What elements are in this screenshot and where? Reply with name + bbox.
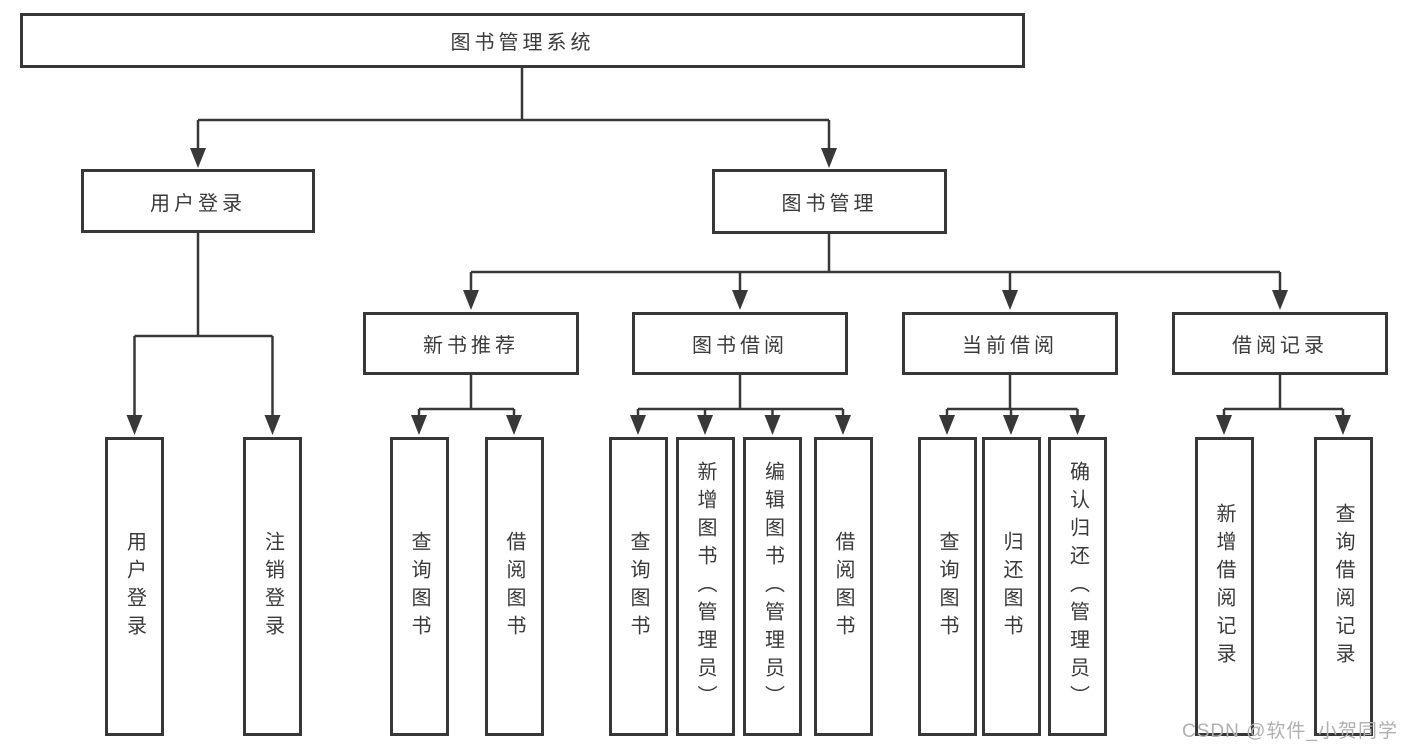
node-root: 图书管理系统 — [20, 13, 1025, 68]
node-book-management: 图书管理 — [712, 169, 947, 234]
arrow-leaf — [1335, 415, 1351, 435]
leaf-add-books-admin: 新增图书（管理员） — [675, 437, 735, 736]
leaf-add-borrow-record: 新增借阅记录 — [1194, 437, 1254, 736]
leaf-logout: 注销登录 — [243, 437, 302, 736]
arrow-leaf — [506, 415, 522, 435]
node-borrow-record: 借阅记录 — [1172, 312, 1388, 375]
arrow-leaf — [1216, 415, 1232, 435]
arrow-book-management — [821, 148, 837, 168]
arrow-leaf — [764, 415, 781, 435]
leaf-user-login: 用户登录 — [105, 437, 164, 736]
leaf-query-books: 查询图书 — [917, 437, 977, 736]
arrow-leaf — [1069, 415, 1086, 435]
leaf-query-borrow-record: 查询借阅记录 — [1313, 437, 1373, 736]
node-current-borrow: 当前借阅 — [902, 312, 1118, 375]
connector-borrow-record — [1222, 373, 1345, 420]
leaf-query-books: 查询图书 — [389, 437, 449, 736]
arrow-leaf — [1003, 415, 1019, 435]
connector-book-management — [469, 232, 1282, 295]
leaf-edit-books-admin: 编辑图书（管理员） — [743, 437, 802, 736]
arrow-user-login — [190, 148, 206, 168]
leaf-borrow-books: 借阅图书 — [484, 437, 544, 736]
arrowheads — [126, 148, 1351, 435]
node-book-borrow: 图书借阅 — [632, 312, 848, 375]
leaf-return-books: 归还图书 — [981, 437, 1041, 736]
arrow-leaf — [126, 415, 143, 435]
arrow-leaf — [630, 415, 646, 435]
arrow-section — [732, 290, 748, 310]
arrow-leaf — [697, 415, 713, 435]
arrow-section — [463, 290, 479, 310]
connector-new-book-recommend — [417, 373, 516, 420]
node-user-login: 用户登录 — [81, 169, 315, 233]
connector-book-borrow — [636, 373, 845, 420]
node-new-book-recommend: 新书推荐 — [363, 312, 579, 375]
connector-current-borrow — [945, 373, 1079, 420]
arrow-leaf — [939, 415, 955, 435]
connector-user-login — [133, 230, 274, 420]
arrow-section — [1272, 290, 1288, 310]
arrow-section — [1002, 290, 1018, 310]
arrow-leaf — [264, 415, 281, 435]
leaf-confirm-return-admin: 确认归还（管理员） — [1048, 437, 1107, 736]
leaf-borrow-books: 借阅图书 — [813, 437, 873, 736]
csdn-watermark: CSDN @软件_小贺同学 — [1182, 721, 1398, 742]
leaf-query-books: 查询图书 — [608, 437, 668, 736]
arrow-leaf — [411, 415, 427, 435]
connector-root — [196, 66, 831, 152]
arrow-leaf — [835, 415, 851, 435]
